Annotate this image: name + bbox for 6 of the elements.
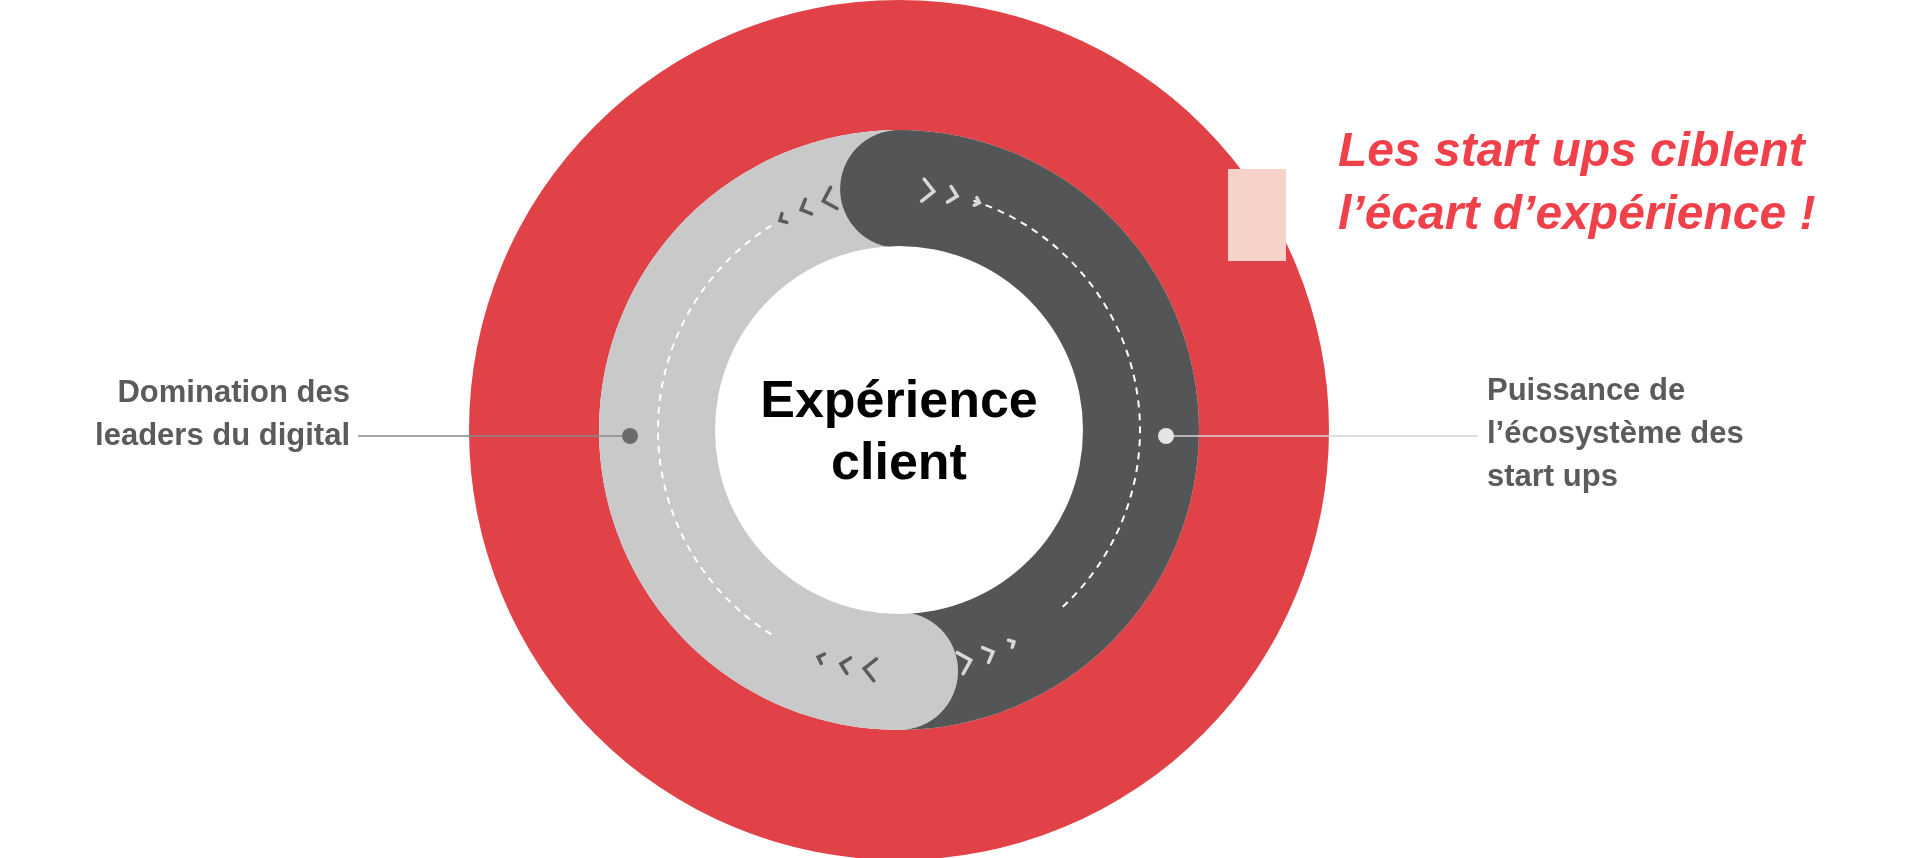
category-label: Puissance de l’écosystème des start ups <box>1487 368 1767 497</box>
title: Les start ups ciblent l’écart d’expérience ! <box>1338 122 1817 241</box>
category-label: Domination des leaders du digital <box>20 370 350 456</box>
center-label: Expérience client <box>759 369 1039 492</box>
leader-line <box>1158 428 1479 444</box>
leader-line <box>357 428 638 444</box>
